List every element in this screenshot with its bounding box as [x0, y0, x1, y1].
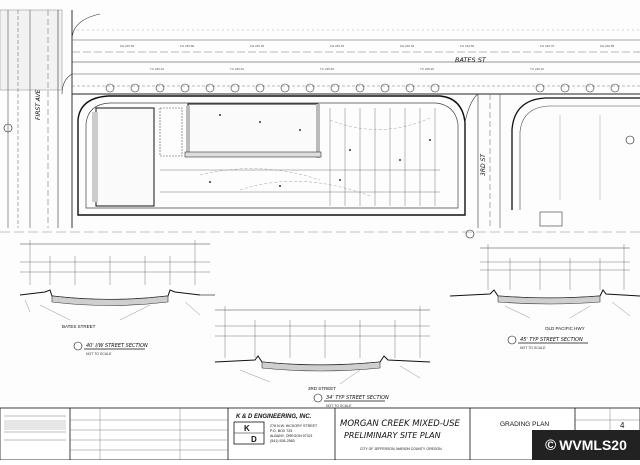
svg-text:FG 246.85: FG 246.85	[600, 44, 615, 48]
firm-address-line-4: (541) 928-2583	[270, 439, 295, 443]
sheet-title: GRADING PLAN	[500, 421, 549, 428]
corner-hatch	[0, 9, 63, 91]
bates-section-title: BATES STREET	[62, 324, 96, 329]
section-third	[214, 306, 431, 403]
svg-text:FG 246.55: FG 246.55	[460, 44, 475, 48]
firm-name: K & D ENGINEERING, INC.	[236, 414, 312, 420]
right-section-scale: NOT TO SCALE	[520, 346, 546, 350]
project-title-line-1: MORGAN CREEK MIXED-USE	[340, 419, 461, 429]
svg-text:FG 246.00: FG 246.00	[250, 44, 265, 48]
building-b	[187, 103, 319, 155]
firm-address-line-3: ALBANY, OREGON 97321	[270, 434, 313, 438]
sheet-number: 4	[620, 421, 625, 430]
third-section-caption: 34' TYP STREET SECTION	[326, 395, 389, 401]
firm-address-line-1: 276 N.W. HICKORY STREET	[270, 424, 318, 428]
third-street-label: 3RD ST	[480, 153, 487, 176]
svg-text:FG 246.20: FG 246.20	[330, 44, 345, 48]
svg-text:FG 245.80: FG 245.80	[180, 44, 195, 48]
svg-text:FG 246.40: FG 246.40	[400, 44, 415, 48]
first-ave-label: FIRST AVE	[35, 89, 42, 120]
bates-section-caption: 40' I/W STREET SECTION	[86, 343, 148, 349]
building-a	[95, 107, 155, 207]
bates-section-scale: NOT TO SCALE	[86, 352, 112, 356]
project-title-line-2: PRELIMINARY SITE PLAN	[344, 431, 441, 440]
svg-text:TC 245.10: TC 245.10	[150, 67, 164, 71]
project-location: CITY OF JEFFERSON, MARION COUNTY, OREGON	[360, 447, 442, 451]
third-section-scale: NOT TO SCALE	[326, 404, 352, 408]
firm-address-line-2: P.O. BOX 725	[270, 429, 292, 433]
svg-text:TC 245.60: TC 245.60	[320, 67, 334, 71]
watermark-text: WVMLS20	[559, 437, 627, 453]
right-section-title: OLD PACIFIC HWY	[545, 326, 585, 331]
section-right	[449, 244, 640, 345]
firm-logo-top: K	[244, 424, 250, 433]
third-section-title: 3RD STREET	[308, 386, 336, 391]
plan-view: FG 245.50 FG 245.80 FG 246.00 FG 246.20 FG…	[0, 9, 640, 239]
firm-logo-bottom: D	[251, 435, 257, 444]
svg-text:FG 245.50: FG 245.50	[120, 44, 135, 48]
svg-text:TC 246.10: TC 246.10	[530, 67, 544, 71]
svg-text:FG 246.70: FG 246.70	[540, 44, 555, 48]
section-bates	[19, 240, 215, 351]
bates-street-label: BATES ST	[455, 56, 487, 64]
right-section-caption: 45' TYP STREET SECTION	[520, 337, 583, 343]
mls-watermark: © WVMLS20	[532, 430, 640, 460]
svg-text:TC 245.40: TC 245.40	[230, 67, 244, 71]
copyright-icon: ©	[545, 436, 557, 454]
svg-text:TC 245.90: TC 245.90	[420, 67, 434, 71]
